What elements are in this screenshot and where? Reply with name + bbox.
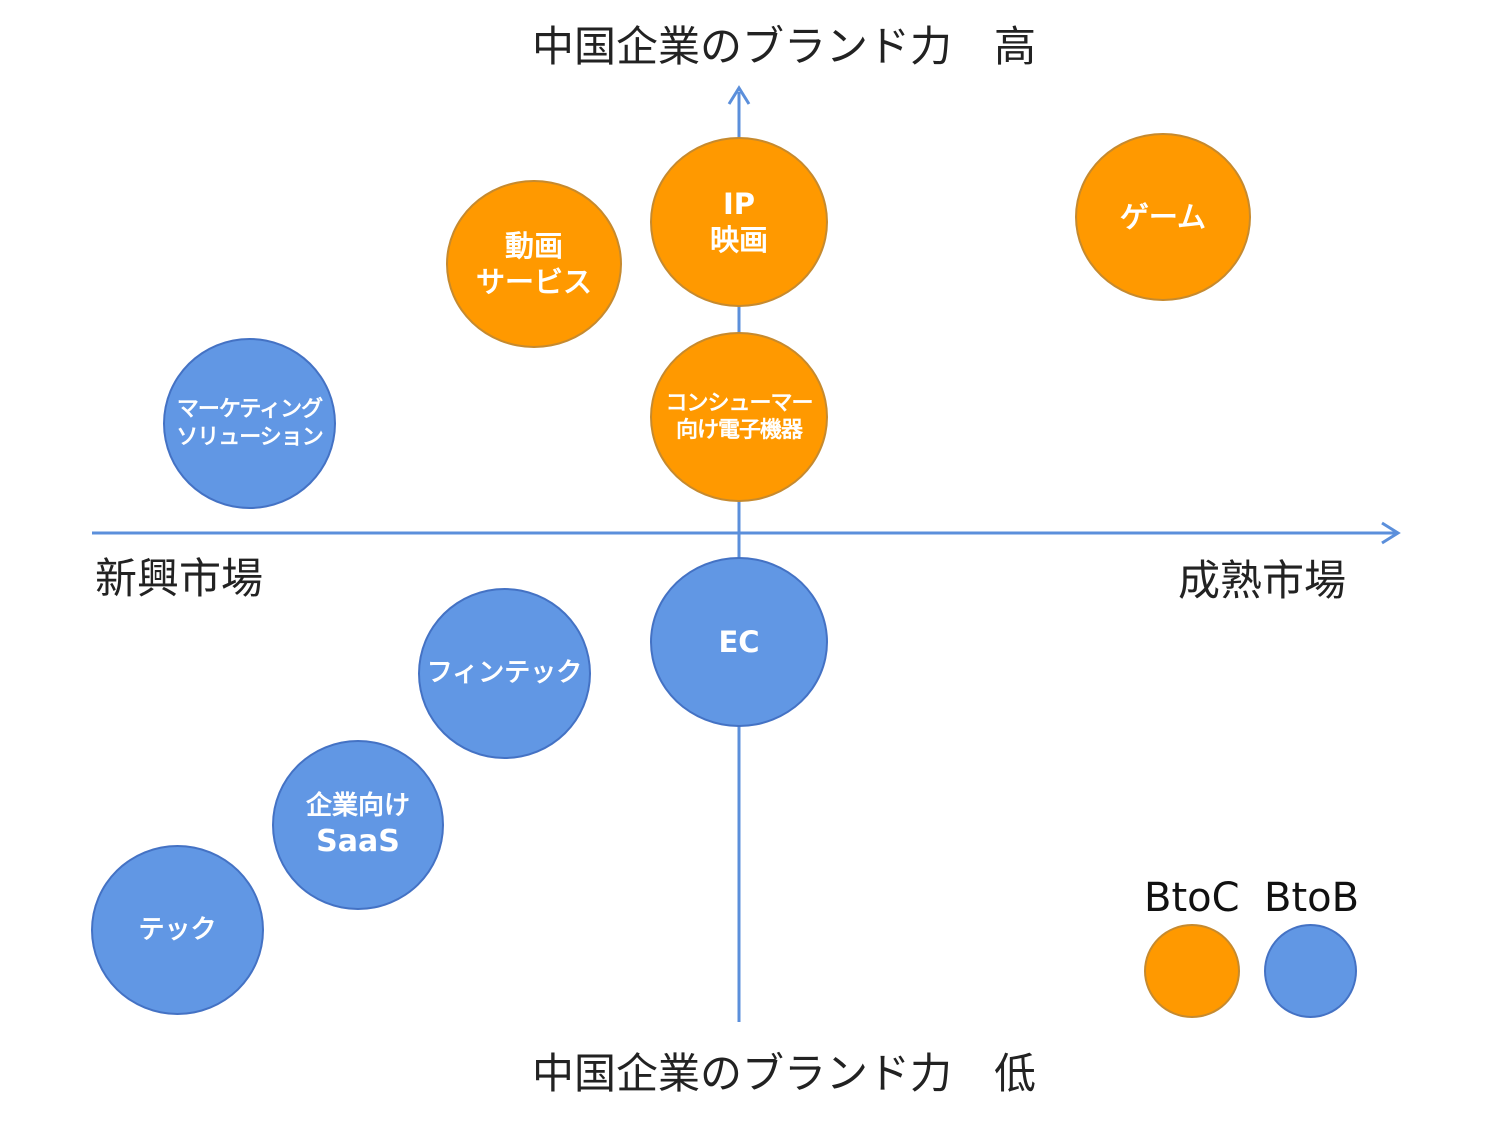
- bubble-label: SaaS: [316, 823, 400, 859]
- bubble-label: IP: [722, 186, 756, 221]
- bubble-tech: テック: [91, 845, 264, 1015]
- axis-label-left: 新興市場: [95, 554, 264, 603]
- axis-label-top: 中国企業のブランド力 高: [532, 22, 1037, 71]
- bubble-enterprise-saas: 企業向け SaaS: [272, 740, 444, 910]
- bubble-label: ソリューション: [176, 424, 324, 450]
- legend-swatch-btoc: [1144, 924, 1240, 1018]
- bubble-label: ゲーム: [1119, 199, 1207, 234]
- bubble-consumer-electronics: コンシューマー 向け電子機器: [650, 332, 828, 502]
- bubble-label: テック: [138, 914, 217, 945]
- bubble-label: マーケティング: [176, 397, 323, 422]
- vertical-axis-arrowhead: [727, 85, 751, 105]
- horizontal-axis-arrowhead: [1381, 521, 1401, 545]
- bubble-label: 映画: [709, 223, 768, 257]
- bubble-ec: EC: [650, 557, 828, 727]
- legend-label-btob: BtoB: [1264, 875, 1360, 921]
- bubble-label: コンシューマー: [665, 390, 813, 416]
- bubble-label: 向け電子機器: [675, 418, 803, 443]
- legend-label-btoc: BtoC: [1144, 875, 1240, 921]
- bubble-label: 企業向け: [305, 791, 410, 821]
- bubble-game: ゲーム: [1075, 133, 1251, 301]
- bubble-fintech: フィンテック: [418, 588, 591, 759]
- bubble-label: フィンテック: [426, 658, 583, 689]
- axis-label-right: 成熟市場: [1178, 556, 1347, 605]
- bubble-label: サービス: [475, 265, 592, 299]
- bubble-marketing-solution: マーケティング ソリューション: [163, 338, 336, 509]
- bubble-ip-film: IP 映画: [650, 137, 828, 307]
- bubble-video-service: 動画 サービス: [446, 180, 622, 348]
- legend-swatch-btob: [1264, 924, 1357, 1018]
- bubble-label: EC: [718, 624, 760, 659]
- axis-label-bottom: 中国企業のブランド力 低: [532, 1049, 1037, 1098]
- bubble-label: 動画: [504, 228, 563, 263]
